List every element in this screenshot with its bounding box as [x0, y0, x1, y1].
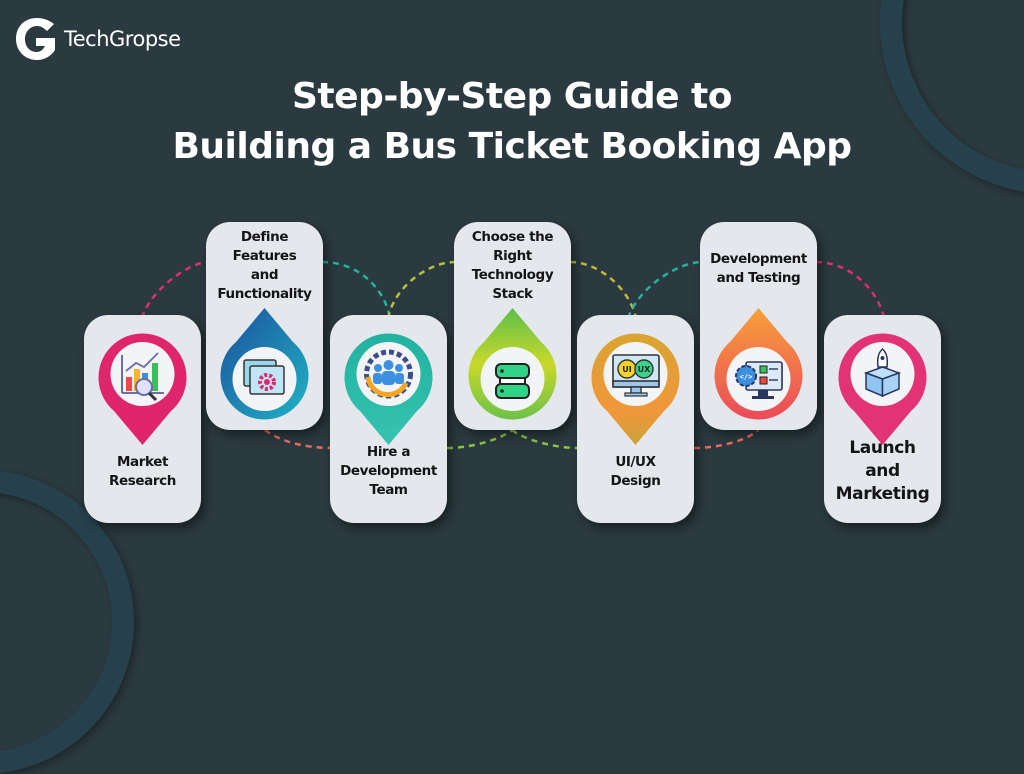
step-label: Choose the Right Technology Stack [471, 229, 554, 302]
window-gear-icon [243, 359, 285, 395]
pin-marker [838, 333, 927, 445]
connector-4-5 [569, 260, 638, 319]
logo-text: TechGropse [64, 27, 181, 51]
title-line-1: Step-by-Step Guide to [292, 76, 732, 117]
step-card-market-research[interactable]: Market Research [84, 315, 201, 523]
brand-logo[interactable]: TechGropse [14, 16, 181, 62]
svg-text:</>: </> [740, 373, 753, 381]
step-card-hire-team[interactable]: Hire a Development Team [330, 315, 447, 523]
pin-marker [220, 308, 309, 420]
pin-marker [98, 333, 187, 445]
step-label: Hire a Development Team [340, 444, 437, 498]
database-stack-icon [495, 363, 530, 399]
pin-marker: </> [714, 308, 803, 420]
monitor-uiux-icon: UI UX [612, 354, 660, 397]
connector-6-7 [815, 260, 886, 319]
team-gear-icon [364, 349, 413, 399]
step-label: Launch and Marketing [835, 438, 930, 504]
pin-marker: UI UX [591, 333, 680, 445]
step-card-launch-marketing[interactable]: Launch and Marketing [824, 315, 941, 523]
step-label: Market Research [109, 454, 176, 489]
monitor-code-checklist-icon: </> [735, 361, 783, 399]
connector-2-3 [321, 260, 392, 319]
svg-text:UI: UI [622, 365, 631, 374]
connector-5-6-bottom [693, 429, 759, 450]
step-label: UI/UX Design [610, 454, 661, 489]
step-label: Development and Testing [710, 251, 807, 286]
title-line-2: Building a Bus Ticket Booking App [172, 126, 852, 167]
page-title: Step-by-Step Guide to Building a Bus Tic… [0, 72, 1024, 172]
svg-text:UX: UX [638, 365, 651, 374]
connector-1-2 [140, 260, 209, 319]
connector-3-4 [386, 260, 456, 319]
connector-3-4-bottom [446, 429, 513, 450]
connector-2-3-bottom [264, 428, 333, 450]
step-card-define-features[interactable]: Define Features and Functionality [206, 222, 323, 430]
step-connectors [140, 260, 886, 450]
step-card-uiux-design[interactable]: UI UX UI/UX Design [577, 315, 694, 523]
step-card-development-testing[interactable]: Development and Testing </> [700, 222, 817, 430]
step-label: Define Features and Functionality [217, 229, 312, 302]
chart-magnifier-icon [121, 352, 164, 402]
pin-marker [468, 308, 557, 420]
rocket-box-icon [863, 347, 902, 398]
g-logo-icon [16, 18, 55, 60]
step-card-tech-stack[interactable]: Choose the Right Technology Stack [454, 222, 571, 430]
connector-4-5-bottom [511, 428, 579, 450]
pin-marker [344, 333, 433, 445]
connector-5-6 [626, 260, 703, 319]
